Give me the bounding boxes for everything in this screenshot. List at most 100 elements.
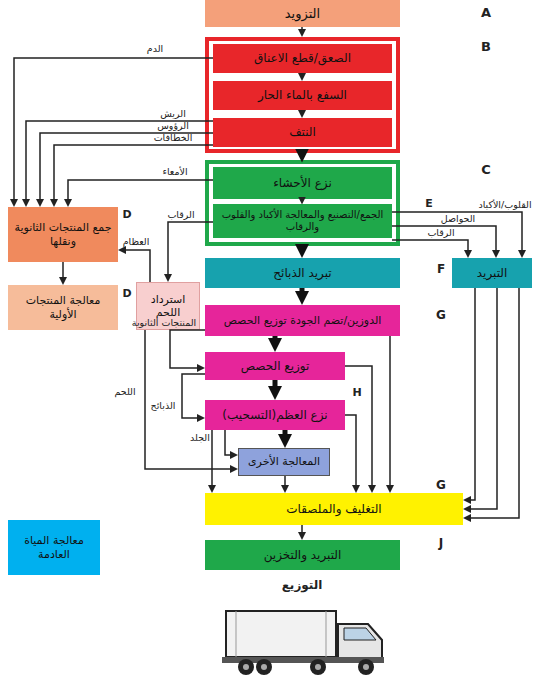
callout-letter: G: [434, 308, 448, 322]
process-box: المعالجة الأخرى: [238, 448, 330, 476]
process-box: الدوزين/تضم الجودة توزيع الحصص: [205, 305, 400, 336]
flow-arrow: [62, 262, 64, 282]
edge-label: الرقاب: [418, 227, 464, 239]
edge-label: الرؤوس: [148, 120, 198, 132]
box-text: التغليف والملصقات: [283, 502, 384, 516]
group-frame: الصعق/قطع الاعناق السفع بالماء الحار النتف: [205, 37, 400, 153]
truck-trailer: [226, 611, 336, 657]
flow-arrow: [168, 222, 213, 279]
edge-label: الجلد: [180, 432, 220, 444]
process-box: الجمع/التصنيع والمعالجة الأكباد والقلوب …: [213, 204, 392, 238]
edge-label: اللحم: [108, 386, 142, 398]
flow-arrow: [170, 330, 205, 368]
callout-letter: D: [120, 287, 134, 300]
flow-arrow: [211, 430, 213, 490]
flow-arrow: [121, 250, 150, 282]
process-box: التغليف والملصقات: [205, 493, 463, 525]
process-box: الصعق/قطع الاعناق: [213, 44, 392, 73]
trailer-rib: [236, 611, 237, 657]
box-text: النتف: [286, 125, 319, 139]
main-flow-arrow: [283, 430, 288, 442]
callout-letter: A: [478, 5, 494, 20]
group-frame: نزع الأحشاء الجمع/التصنيع والمعالجة الأكب…: [205, 160, 400, 246]
flow-arrow: [345, 366, 372, 490]
box-text: التبريد والتخزين: [261, 548, 345, 562]
box-text: نزع العظم(التسحيب): [219, 408, 330, 422]
main-flow-arrow: [273, 380, 278, 394]
process-box: نزع الأحشاء: [213, 167, 392, 199]
callout-letter: E: [422, 197, 436, 210]
stage-caption: التوزيع: [252, 578, 352, 592]
truck-wheel: [238, 659, 254, 675]
callout-letter: D: [120, 208, 134, 221]
box-text: معالجة المنتجات الأولية: [8, 294, 118, 320]
box-text: جمع المنتجات الثانوية ونقلها: [8, 221, 118, 247]
truck-cab: [338, 624, 382, 660]
flow-arrow: [466, 288, 519, 518]
wheel-hub: [363, 664, 369, 670]
box-text: الجمع/التصنيع والمعالجة الأكباد والقلوب …: [213, 209, 392, 233]
flow-arrow: [225, 430, 235, 455]
process-box: السفع بالماء الحار: [213, 81, 392, 110]
main-flow-arrow: [273, 336, 278, 346]
wheel-hub: [243, 664, 249, 670]
truck-wheel: [358, 659, 374, 675]
edge-label: الحواصل: [428, 213, 488, 225]
box-text: معالجة المياة العادمة: [8, 534, 100, 560]
edge-label: العظام: [118, 236, 154, 248]
process-box: التبريد والتخزين: [205, 540, 400, 570]
edge-label: الذبائح: [146, 400, 180, 412]
flow-arrow: [392, 212, 522, 255]
process-box: معالجة المنتجات الأولية: [8, 285, 118, 330]
cab-window: [344, 628, 376, 640]
flow-arrow: [301, 525, 303, 537]
flow-arrow: [54, 145, 213, 204]
process-box: النتف: [213, 118, 392, 147]
box-text: التزويد: [282, 6, 323, 22]
flow-arrow: [301, 199, 303, 202]
box-text: السفع بالماء الحار: [255, 88, 350, 102]
callout-letter: F: [434, 262, 448, 276]
truck-wheel: [310, 659, 326, 675]
flow-arrow: [301, 110, 303, 115]
flow-arrow: [68, 180, 213, 204]
callout-letter: J: [434, 536, 448, 550]
box-text: المعالجة الأخرى: [245, 455, 323, 468]
flow-arrow: [40, 133, 213, 204]
flow-arrow: [345, 415, 356, 490]
box-text: تبريد الذبائح: [270, 266, 334, 280]
wheel-hub: [315, 664, 321, 670]
process-box: توزيع الحصص: [205, 352, 345, 380]
flow-arrow: [301, 27, 303, 34]
flow-arrow: [26, 121, 213, 204]
flow-arrow: [389, 336, 391, 490]
flow-arrow: [145, 330, 235, 469]
flow-arrow: [301, 73, 303, 78]
flow-arrow: [466, 288, 475, 500]
edge-label: المنتجات الثانوية: [124, 317, 204, 329]
edge-label: القلوب/الأكباد: [468, 199, 542, 211]
wheel-hub: [261, 664, 267, 670]
box-text: نزع الأحشاء: [270, 176, 335, 190]
process-box: جمع المنتجات الثانوية ونقلها: [8, 207, 118, 262]
trailer-rib: [326, 611, 327, 657]
box-text: الدوزين/تضم الجودة توزيع الحصص: [221, 314, 385, 327]
process-box: تبريد الذبائح: [205, 258, 400, 288]
process-box: التزويد: [205, 0, 400, 27]
flow-arrow: [14, 58, 213, 204]
callout-letter: B: [478, 39, 494, 54]
box-text: التبريد: [474, 266, 511, 280]
edge-label: الدم: [135, 43, 175, 55]
main-flow-arrow: [300, 246, 305, 252]
flow-arrow: [182, 374, 205, 418]
flow-arrow: [284, 476, 286, 490]
edge-label: الخطافات: [148, 132, 198, 144]
truck-wheel: [256, 659, 272, 675]
main-flow-arrow: [300, 153, 305, 157]
callout-letter: H: [350, 386, 364, 399]
flow-arrow: [392, 226, 496, 255]
edge-label: الأمعاء: [150, 166, 200, 178]
